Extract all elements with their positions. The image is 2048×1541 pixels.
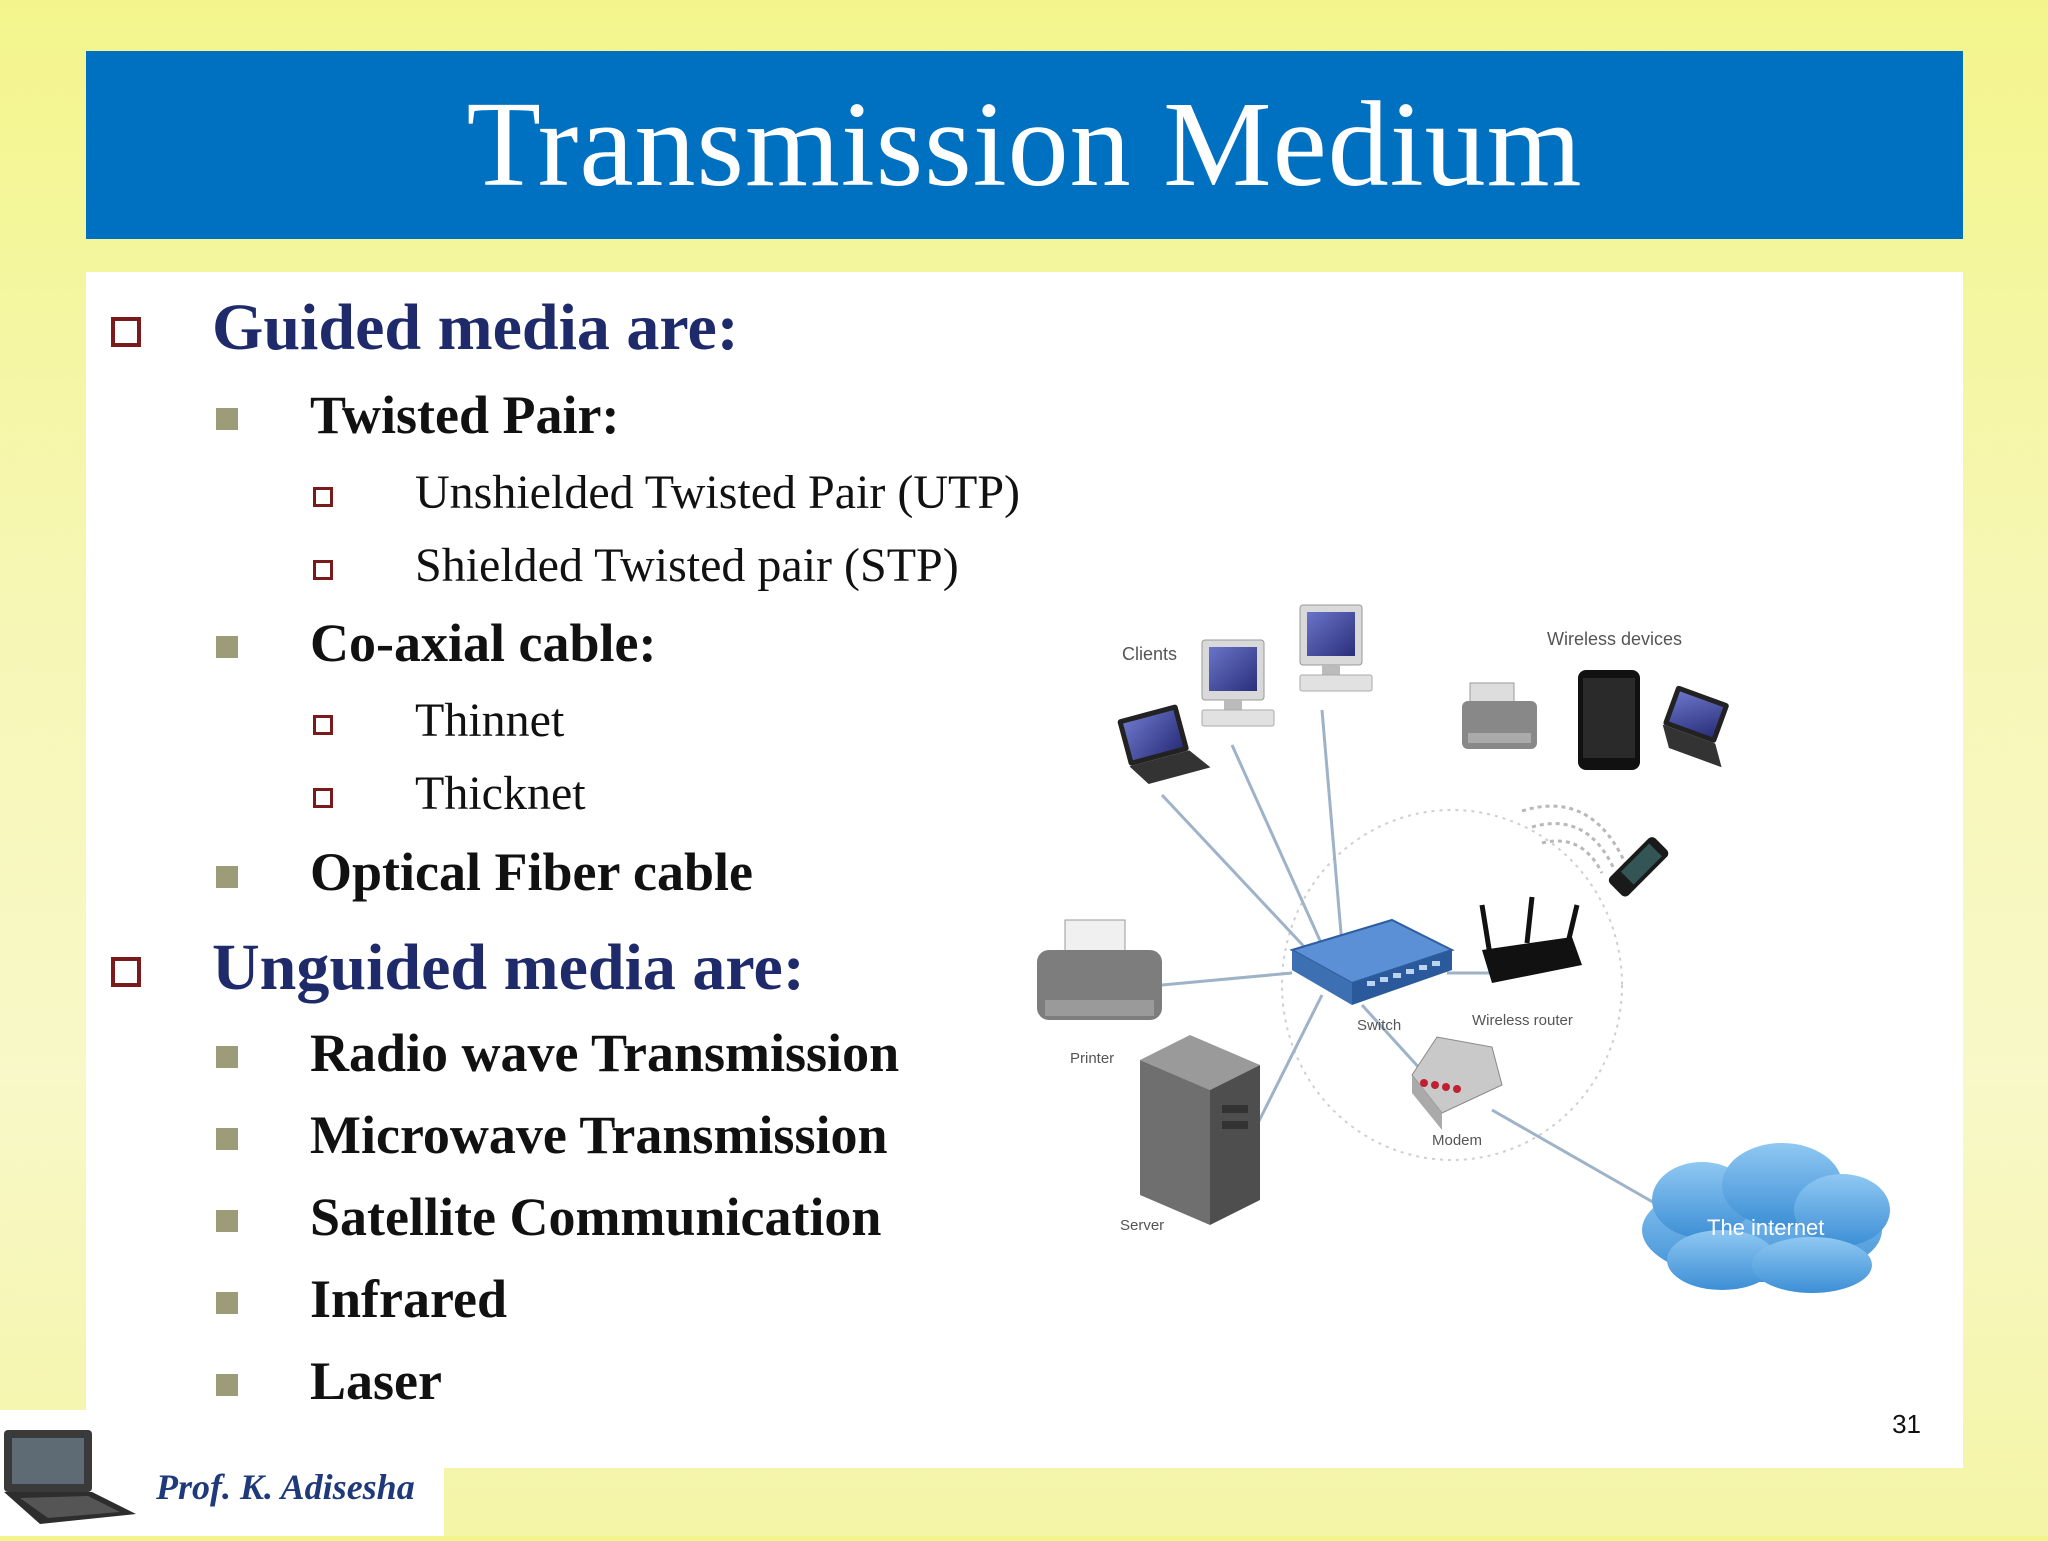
- list-item-coaxial: Co-axial cable:: [310, 613, 657, 673]
- subitem-bullet-icon: [313, 487, 333, 507]
- server-icon: [1140, 1035, 1260, 1225]
- subitem-thicknet: Thicknet: [415, 767, 586, 820]
- wifi-signal-icon: [1521, 804, 1628, 874]
- item-bullet-icon: [216, 866, 238, 888]
- title-bar: Transmission Medium: [86, 51, 1963, 239]
- internet-cloud-icon: [1642, 1143, 1890, 1293]
- subitem-thinnet: Thinnet: [415, 694, 565, 747]
- item-bullet-icon: [216, 1210, 238, 1232]
- subitem-bullet-icon: [313, 788, 333, 808]
- subitem-bullet-icon: [313, 560, 333, 580]
- label-wireless-router: Wireless router: [1472, 1012, 1573, 1029]
- list-item-radio: Radio wave Transmission: [310, 1023, 900, 1083]
- list-item-satellite: Satellite Communication: [310, 1187, 882, 1247]
- section-bullet-icon: [111, 317, 141, 347]
- label-switch: Switch: [1357, 1017, 1401, 1034]
- slide-title: Transmission Medium: [466, 77, 1583, 212]
- label-wireless-devices: Wireless devices: [1547, 629, 1682, 649]
- label-clients: Clients: [1122, 644, 1177, 664]
- subitem-utp: Unshielded Twisted Pair (UTP): [415, 466, 1021, 519]
- item-bullet-icon: [216, 1046, 238, 1068]
- network-diagram: Clients Wireless devices: [1037, 604, 1890, 1293]
- phone-icon: [1608, 837, 1669, 897]
- author-signature: Prof. K. Adisesha: [156, 1467, 415, 1507]
- label-printer: Printer: [1070, 1050, 1114, 1067]
- subitem-stp: Shielded Twisted pair (STP): [415, 539, 959, 592]
- wireless-printer-icon: [1462, 682, 1537, 749]
- laptop-logo-icon: [4, 1430, 136, 1524]
- label-server: Server: [1120, 1217, 1164, 1234]
- item-bullet-icon: [216, 636, 238, 658]
- client-computer-icon: [1299, 604, 1373, 692]
- modem-icon: [1411, 1036, 1503, 1130]
- section-bullet-icon: [111, 957, 141, 987]
- item-bullet-icon: [216, 408, 238, 430]
- footer-area: [0, 1410, 444, 1536]
- switch-icon: [1289, 918, 1455, 1005]
- wireless-laptop-icon: [1662, 685, 1729, 768]
- list-item-optical-fiber: Optical Fiber cable: [310, 842, 753, 902]
- wireless-router-icon: [1479, 896, 1582, 983]
- client-computer-icon: [1201, 639, 1275, 727]
- label-internet: The internet: [1707, 1215, 1824, 1240]
- page-number: 31: [1892, 1409, 1921, 1439]
- list-item-laser: Laser: [310, 1351, 442, 1411]
- section-heading-unguided: Unguided media are:: [212, 931, 805, 1004]
- item-bullet-icon: [216, 1292, 238, 1314]
- laptop-icon: [1117, 704, 1211, 784]
- list-item-microwave: Microwave Transmission: [310, 1105, 888, 1165]
- label-modem: Modem: [1432, 1132, 1482, 1149]
- printer-icon: [1037, 919, 1162, 1020]
- list-item-infrared: Infrared: [310, 1269, 507, 1329]
- section-heading-guided: Guided media are:: [212, 291, 739, 364]
- connection-lines: [1160, 709, 1673, 1215]
- item-bullet-icon: [216, 1128, 238, 1150]
- list-item-twisted-pair: Twisted Pair:: [310, 385, 620, 445]
- subitem-bullet-icon: [313, 715, 333, 735]
- item-bullet-icon: [216, 1374, 238, 1396]
- tablet-icon: [1578, 670, 1640, 770]
